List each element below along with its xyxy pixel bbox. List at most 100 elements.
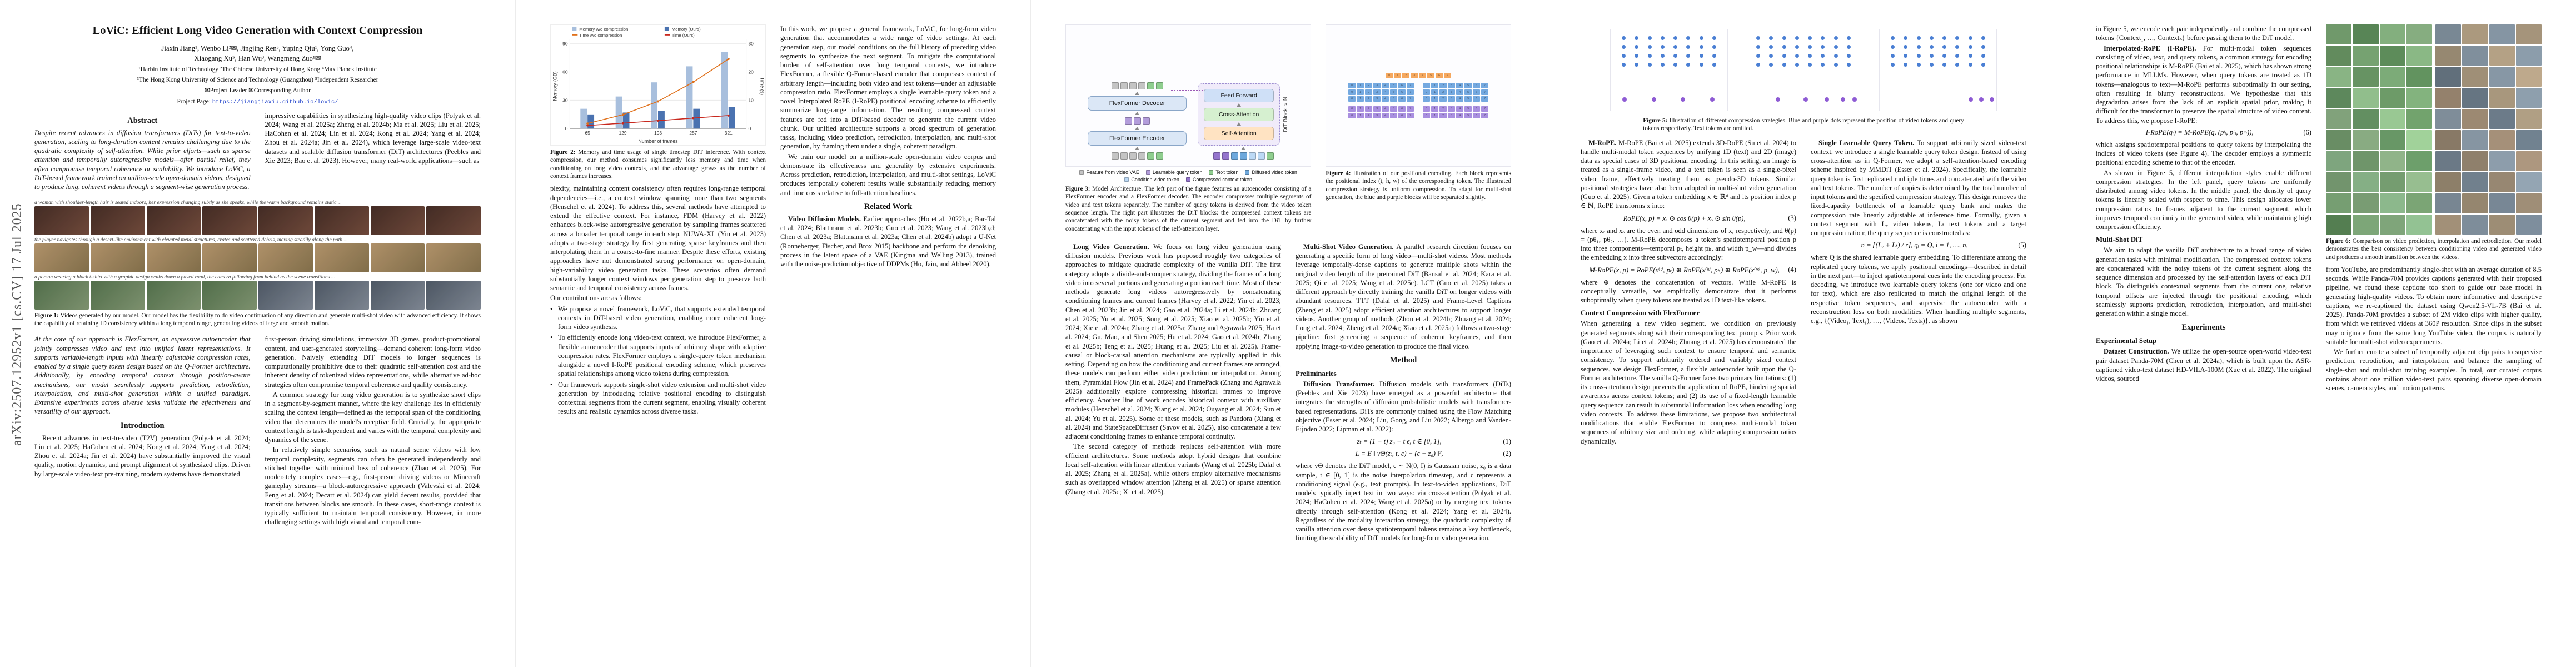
position-block: 1 xyxy=(1357,96,1364,102)
video-thumbnail xyxy=(2515,24,2542,44)
video-token-dot xyxy=(1968,54,1972,58)
diff-token-icon xyxy=(1245,170,1250,175)
video-token-dot xyxy=(1904,36,1908,40)
svg-text:0: 0 xyxy=(748,126,751,131)
video-thumbnail xyxy=(2353,215,2379,235)
position-block: 4 xyxy=(1456,96,1464,102)
authors-line-2: Xiaogang Xu⁵, Han Wu³, Wangmeng Zuo¹✉ xyxy=(194,54,321,62)
cond-token-swatch xyxy=(1248,152,1256,160)
paragraph: When generating a new video segment, we … xyxy=(1581,320,1796,445)
paragraph: first-person driving simulations, immers… xyxy=(265,335,481,389)
video-frame xyxy=(202,243,257,272)
video-token-dot xyxy=(1808,45,1812,49)
position-block: 0 xyxy=(1348,113,1356,118)
position-block: 0 xyxy=(1348,96,1356,102)
query-token-dot xyxy=(1989,97,1994,102)
project-page-label: Project Page: xyxy=(177,98,211,105)
video-thumbnail xyxy=(2515,193,2542,213)
position-block: 6 xyxy=(1398,83,1406,88)
paragraph: where xₑ and xₒ are the even and odd dim… xyxy=(1581,226,1796,262)
paragraph: Interpolated-RoPE (I-RoPE). For multi-mo… xyxy=(2096,44,2311,125)
video-thumbnail xyxy=(2379,24,2405,44)
position-block: 0 xyxy=(1348,83,1356,88)
video-token-dot xyxy=(1782,45,1786,49)
run-in-heading: M-RoPE. xyxy=(1588,138,1618,147)
video-token-dot xyxy=(1981,36,1985,40)
video-token-dot xyxy=(1712,45,1716,49)
position-block: 6 xyxy=(1398,96,1406,102)
video-token-dot xyxy=(1699,63,1703,67)
figure-2-caption: Figure 2: Memory and time usage of singl… xyxy=(550,149,766,180)
video-token-dot xyxy=(1622,45,1626,49)
bar-1-4 xyxy=(728,107,735,129)
strip-prompt: a person wearing a black t-shirt with a … xyxy=(34,274,335,280)
video-strip: the player navigates through a desert-li… xyxy=(34,237,481,272)
video-token-dot xyxy=(1942,63,1947,67)
svg-text:Number of frames: Number of frames xyxy=(638,138,678,144)
video-thumbnail xyxy=(2379,172,2405,192)
video-thumbnail xyxy=(2353,24,2379,44)
equation-body: RoPE(x, p) = xₑ ⊙ cos θ(p) + xₒ ⊙ sin θ(… xyxy=(1623,214,1746,222)
video-token-dot xyxy=(1769,63,1773,67)
legend-label: Learnable query token xyxy=(1152,170,1203,175)
figure-1-strips: a woman with shoulder-length hair is sea… xyxy=(34,200,481,310)
paper-title: LoViC: Efficient Long Video Generation w… xyxy=(92,24,423,37)
bar-1-3 xyxy=(693,108,700,129)
equation: I-RoPE(qᵢ) = M-RoPE(q, (pᵗᵢ, pʰᵢ, pʷᵢ)),… xyxy=(2096,128,2311,137)
video-token-dot xyxy=(1846,63,1851,67)
video-thumbnail xyxy=(2353,67,2379,87)
column-intro-top: impressive capabilities in synthesizing … xyxy=(265,111,481,199)
bullet-text: We propose a novel framework, LoViC, tha… xyxy=(558,305,766,331)
position-block: 1 xyxy=(1431,96,1439,102)
video-thumbnail xyxy=(2326,67,2352,87)
video-token-dot xyxy=(1955,63,1960,67)
position-block: 6 xyxy=(1473,83,1481,88)
video-token-dot xyxy=(1699,54,1703,58)
paragraph: which assigns spatiotemporal positions t… xyxy=(2096,140,2311,167)
video-thumbnail xyxy=(2435,130,2462,150)
video-thumbnail xyxy=(2489,46,2515,66)
legend-label: Condition video token xyxy=(1131,177,1179,182)
svg-text:Time w/o compression: Time w/o compression xyxy=(579,33,622,38)
video-token-dot xyxy=(1782,54,1786,58)
video-thumbnail xyxy=(2326,88,2352,108)
position-block: 7 xyxy=(1407,83,1414,88)
self-attention-box: Self-Attention xyxy=(1204,127,1274,140)
vae-token-swatch xyxy=(1111,152,1119,160)
position-block: 2 xyxy=(1365,106,1373,112)
figure-5-panels xyxy=(1581,24,2026,116)
figure-5-caption: Figure 5: Illustration of different comp… xyxy=(1643,117,1964,132)
video-token-dot xyxy=(1891,45,1895,49)
paragraph: Video Diffusion Models. Earlier approach… xyxy=(780,215,996,268)
column-left: At the core of our approach is FlexForme… xyxy=(34,335,251,653)
position-block: 4 xyxy=(1456,113,1464,118)
video-thumbnail xyxy=(2326,151,2352,171)
text-token-swatch xyxy=(1155,152,1163,160)
video-thumbnail xyxy=(2515,88,2542,108)
equation: L = E ‖ vΘ(zₜ, t, c) − (ϵ − z₀) ‖²,(2) xyxy=(1296,449,1511,458)
dit-block-container: Feed Forward Cross-Attention Self-Attent… xyxy=(1198,83,1280,146)
position-block: 5 xyxy=(1464,106,1472,112)
video-token-dot xyxy=(1635,63,1639,67)
figure-6-comparison: Figure 6: Comparison on video prediction… xyxy=(2326,24,2542,261)
column-right: In this work, we propose a general frame… xyxy=(780,24,996,653)
video-token-dot xyxy=(1981,63,1985,67)
video-thumbnail xyxy=(2406,46,2432,66)
paragraph: In this work, we propose a general frame… xyxy=(780,25,996,151)
paragraph: Dataset Construction. We utilize the ope… xyxy=(2096,347,2311,382)
video-thumbnail xyxy=(2515,109,2542,129)
project-page-link[interactable]: https://jiangjiaxiu.github.io/lovic/ xyxy=(212,98,338,106)
video-thumbnail xyxy=(2406,88,2432,108)
video-token-dot xyxy=(1795,63,1799,67)
up-arrow-icon xyxy=(1237,103,1242,107)
paragraph: impressive capabilities in synthesizing … xyxy=(265,111,481,165)
video-thumbnail xyxy=(2379,193,2405,213)
video-token-dot xyxy=(1622,63,1626,67)
video-token-dot xyxy=(1846,54,1851,58)
